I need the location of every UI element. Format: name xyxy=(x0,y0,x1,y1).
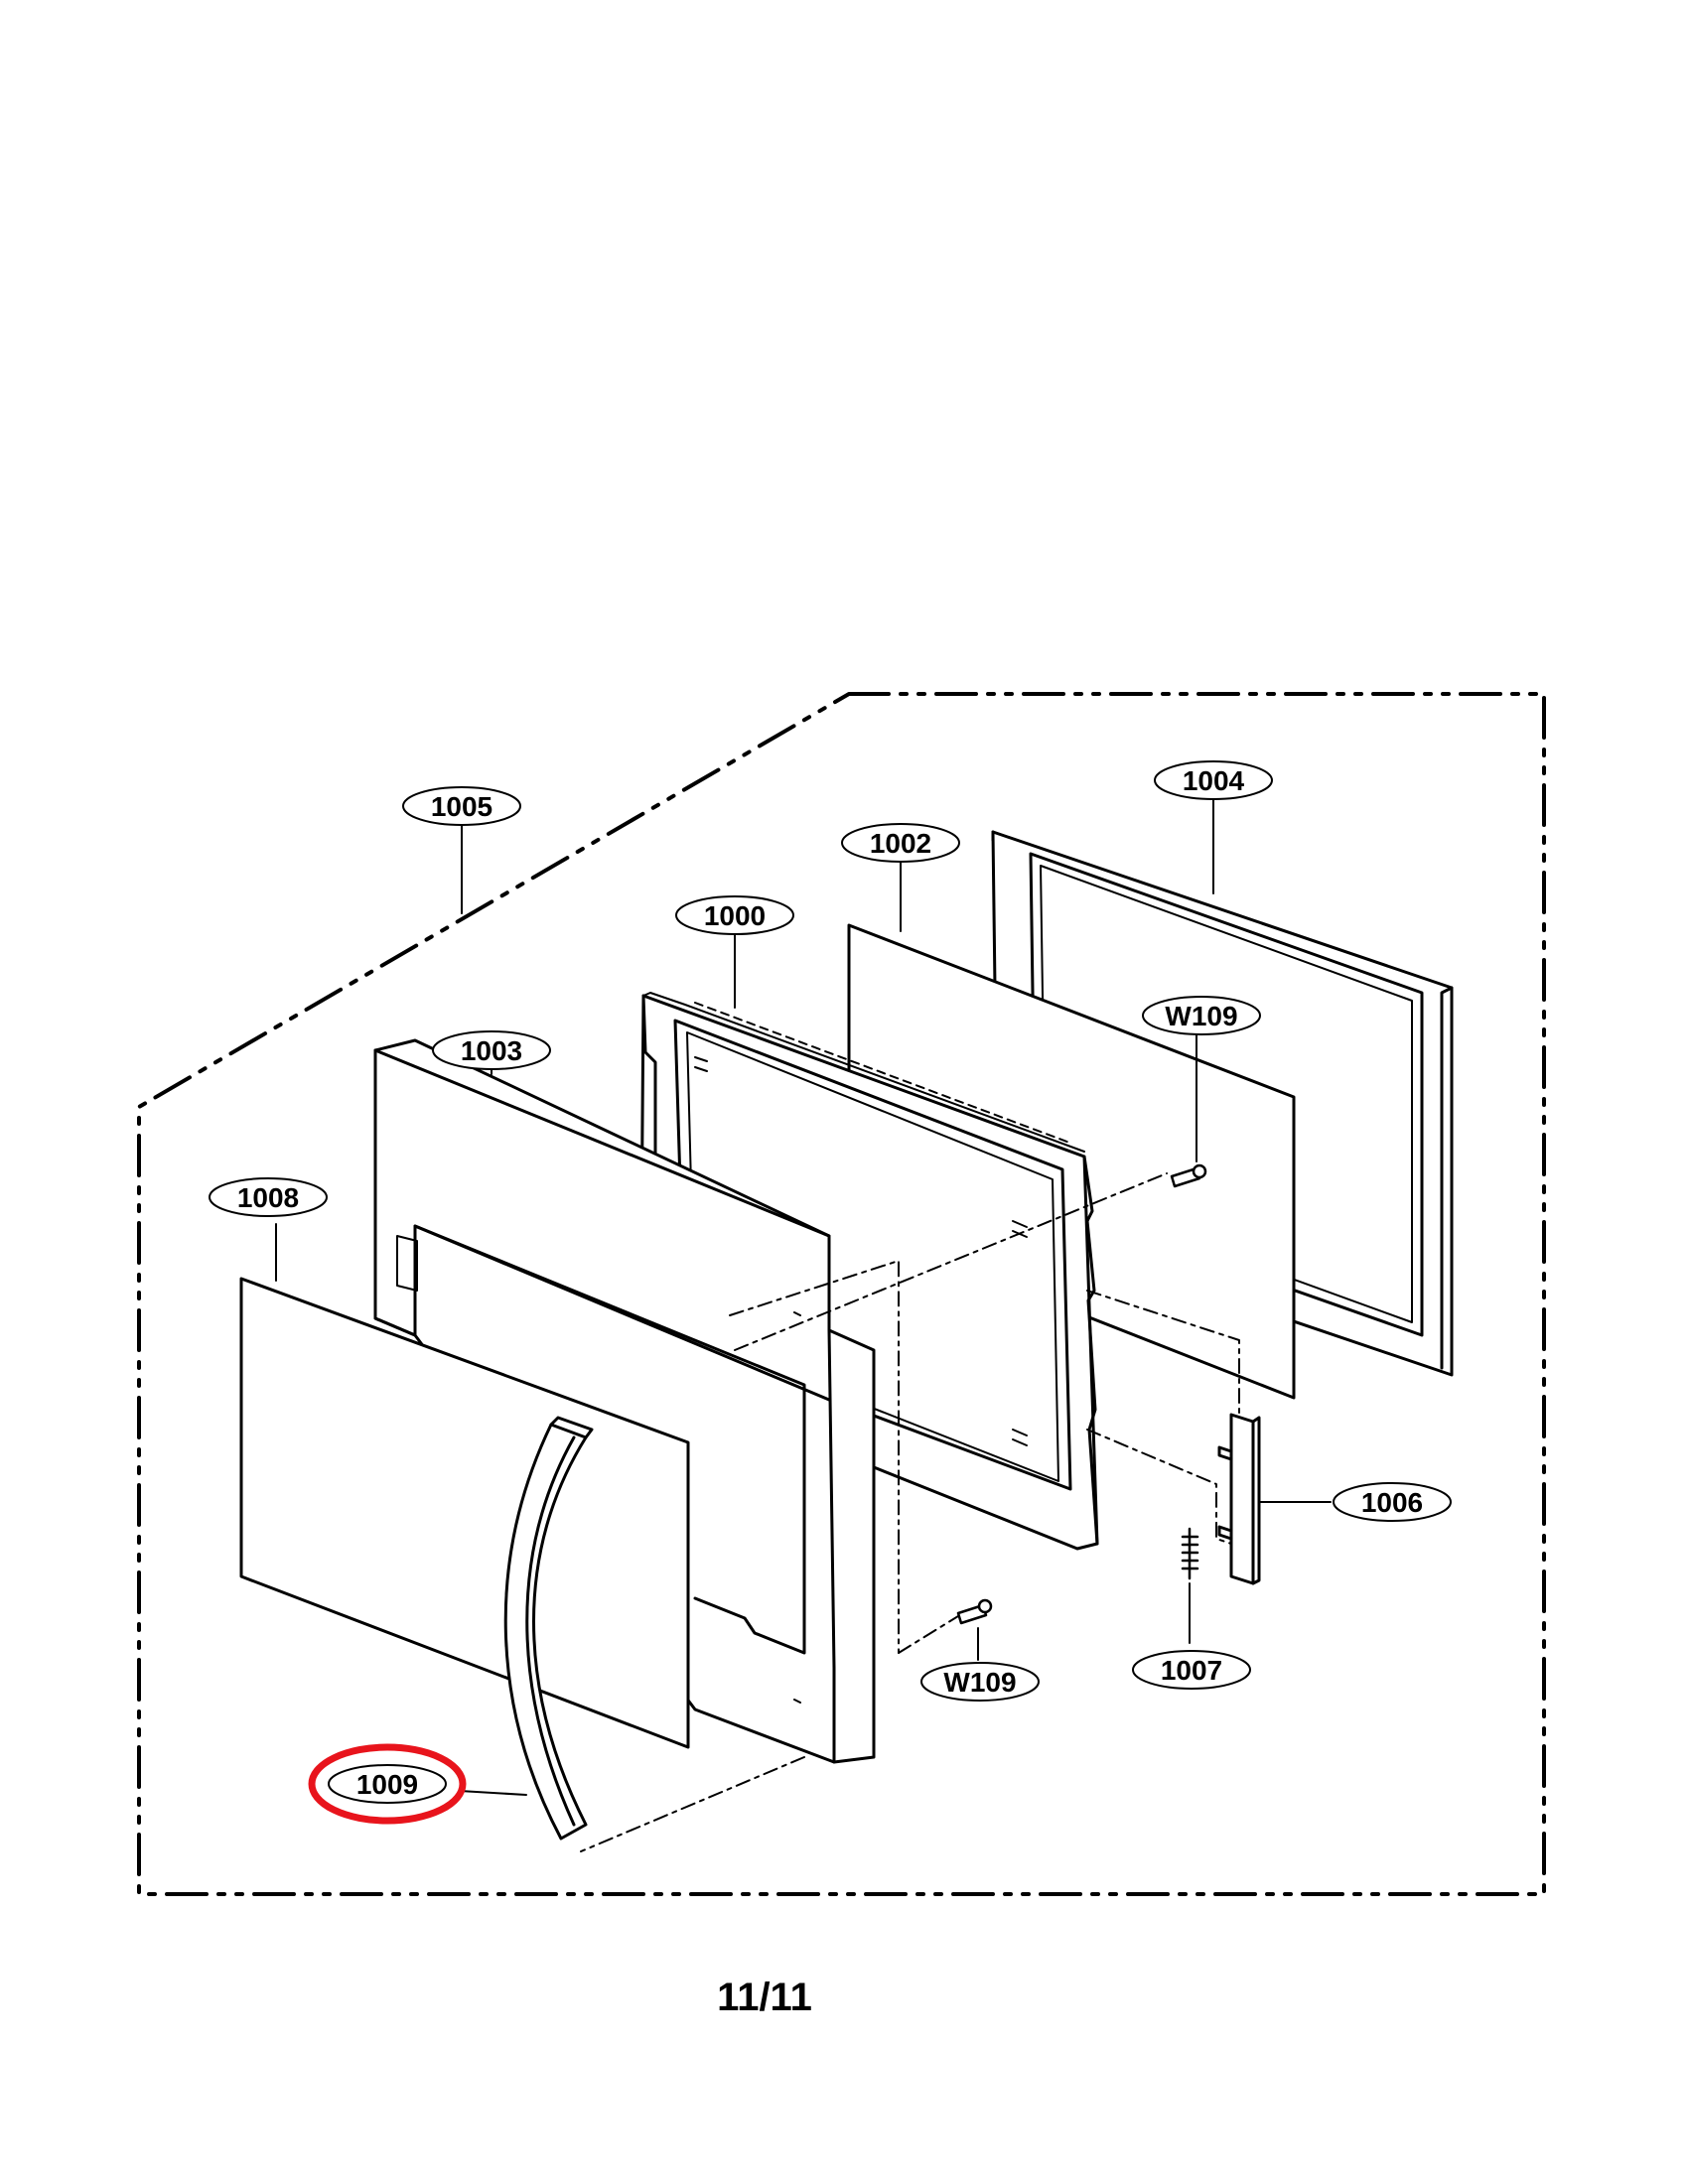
leader-lines xyxy=(275,798,1332,1796)
callout-1007[interactable]: 1007 xyxy=(1132,1650,1251,1690)
part-1003-front-frame xyxy=(373,1038,876,1764)
callout-1008[interactable]: 1008 xyxy=(209,1177,328,1217)
callout-1002[interactable]: 1002 xyxy=(841,823,960,863)
page-number: 11/11 xyxy=(717,1976,812,2019)
callout-1003[interactable]: 1003 xyxy=(432,1030,551,1070)
callout-1008-label: 1008 xyxy=(237,1182,299,1213)
callout-w109-upper-label: W109 xyxy=(1165,1001,1237,1031)
highlight-ring-1009 xyxy=(308,1743,467,1825)
assembly-boundary xyxy=(137,692,1546,1896)
callout-1003-label: 1003 xyxy=(461,1035,522,1066)
part-1008-outer-panel xyxy=(239,1277,690,1749)
part-1009-handle xyxy=(503,1416,594,1841)
part-1006-latch xyxy=(1217,1413,1261,1585)
callout-w109-lower[interactable]: W109 xyxy=(920,1662,1040,1702)
callout-1009-label: 1009 xyxy=(356,1769,418,1800)
callout-1004[interactable]: 1004 xyxy=(1154,760,1273,800)
callout-1002-label: 1002 xyxy=(870,828,931,859)
callout-1000[interactable]: 1000 xyxy=(675,895,794,935)
callout-w109-lower-label: W109 xyxy=(943,1667,1016,1698)
callout-1000-label: 1000 xyxy=(704,900,766,931)
callout-1009[interactable]: 1009 xyxy=(328,1764,447,1804)
callout-1006[interactable]: 1006 xyxy=(1333,1482,1452,1522)
screw-w109-upper xyxy=(1170,1163,1207,1188)
callout-1004-label: 1004 xyxy=(1183,765,1245,796)
screw-w109-lower xyxy=(956,1598,993,1625)
callout-1006-label: 1006 xyxy=(1361,1487,1423,1518)
callout-1005-label: 1005 xyxy=(431,791,492,822)
part-1007-spring xyxy=(1181,1527,1199,1580)
callout-1005[interactable]: 1005 xyxy=(402,786,521,826)
callout-w109-upper[interactable]: W109 xyxy=(1142,996,1261,1035)
callout-1007-label: 1007 xyxy=(1161,1655,1222,1686)
assembly-lines xyxy=(580,1172,1240,1852)
